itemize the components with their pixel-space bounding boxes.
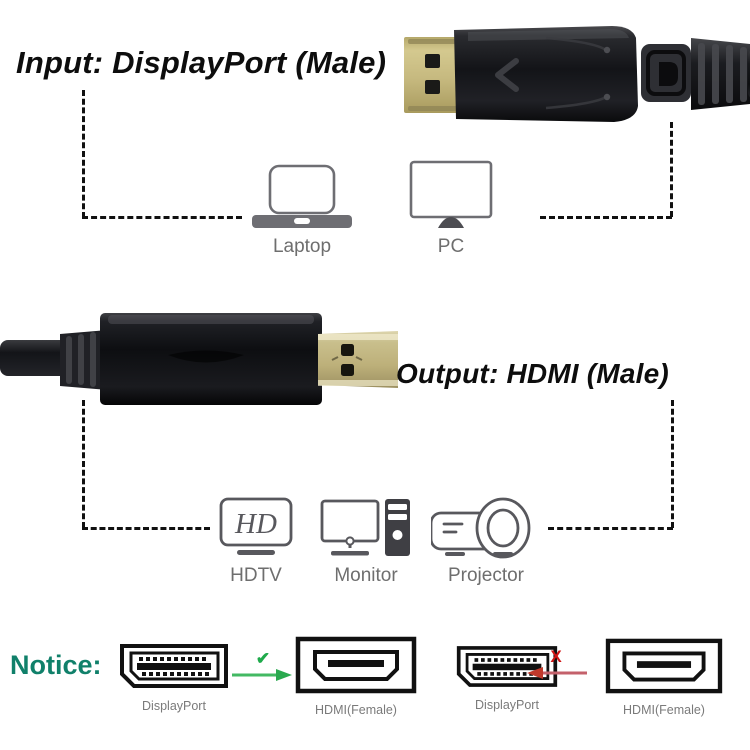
projector-icon	[431, 497, 531, 559]
device-hdtv: HD HDTV	[215, 497, 297, 587]
notice-caption-hdmi-2: HDMI(Female)	[623, 703, 705, 717]
output-heading: Output: HDMI (Male)	[396, 358, 669, 389]
device-laptop: Laptop	[250, 160, 354, 258]
pc-caption: PC	[437, 236, 465, 257]
hdmi-female-port-icon	[295, 636, 417, 694]
device-monitor: Monitor	[319, 497, 413, 587]
target-device-group: HD HDTV Monitor	[215, 497, 541, 587]
cross-icon: X	[550, 647, 562, 666]
displayport-male-connector	[404, 26, 750, 122]
notice-verdict-supported: ✔	[232, 650, 294, 682]
notice-row: Notice: Displa	[0, 628, 750, 738]
notice-port-displayport-2: DisplayPort	[455, 644, 559, 712]
hd-badge-text: HD	[234, 508, 277, 540]
device-pc: PC	[402, 160, 500, 258]
notice-verdict-unsupported: X	[525, 648, 587, 680]
notice-label: Notice:	[10, 650, 102, 680]
hdmi-female-port-icon	[605, 638, 723, 694]
laptop-icon	[252, 164, 352, 228]
monitor-tower-icon	[320, 499, 410, 556]
notice-caption-displayport-2: DisplayPort	[475, 698, 539, 712]
displayport-port-icon	[120, 644, 228, 688]
hdtv-icon: HD	[219, 497, 293, 555]
hdmi-male-connector	[0, 313, 398, 405]
laptop-caption: Laptop	[272, 236, 332, 257]
device-projector: Projector	[431, 497, 541, 587]
notice-port-hdmi-1: HDMI(Female)	[295, 636, 417, 717]
desktop-monitor-icon	[409, 160, 493, 228]
notice-caption-hdmi-1: HDMI(Female)	[315, 703, 397, 717]
notice-port-displayport-1: DisplayPort	[118, 642, 230, 713]
notice-caption-displayport-1: DisplayPort	[142, 699, 206, 713]
monitor-caption: Monitor	[334, 565, 398, 586]
projector-caption: Projector	[447, 565, 525, 586]
source-device-group: Laptop PC	[250, 160, 500, 258]
input-heading: Input: DisplayPort (Male)	[16, 45, 387, 80]
hdtv-caption: HDTV	[230, 565, 282, 586]
notice-port-hdmi-2: HDMI(Female)	[605, 638, 723, 717]
arrow-right-icon	[232, 669, 292, 681]
displayport-port-icon	[456, 646, 558, 687]
arrow-left-icon	[527, 667, 587, 679]
check-icon: ✔	[255, 649, 271, 668]
